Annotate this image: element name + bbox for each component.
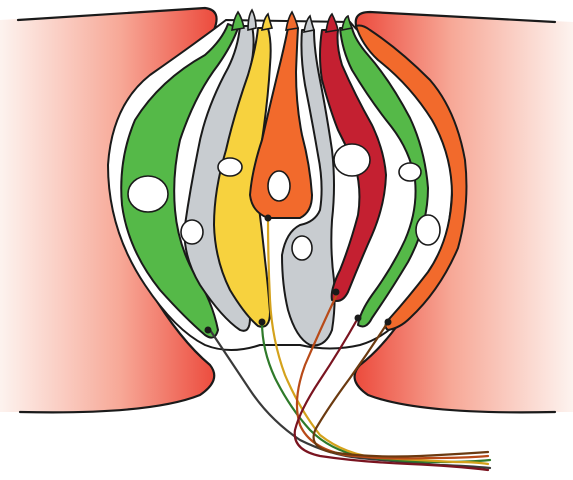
nucleus-gray-left [181,220,203,244]
microvilli [232,10,352,32]
nucleus-yellow [218,158,242,176]
synapse-dot [205,327,212,334]
nucleus-green-right [399,163,421,181]
nucleus-gray-center [292,236,312,260]
synapse-dot [355,315,362,322]
synapse-dot [265,215,272,222]
synapse-dot [385,319,392,326]
synapse-dot [259,319,266,326]
nucleus-red [334,144,370,176]
synapse-dot [333,289,340,296]
nucleus-green-left [128,176,168,212]
nucleus-orange-center [268,171,290,201]
nucleus-orange-right [416,215,440,245]
